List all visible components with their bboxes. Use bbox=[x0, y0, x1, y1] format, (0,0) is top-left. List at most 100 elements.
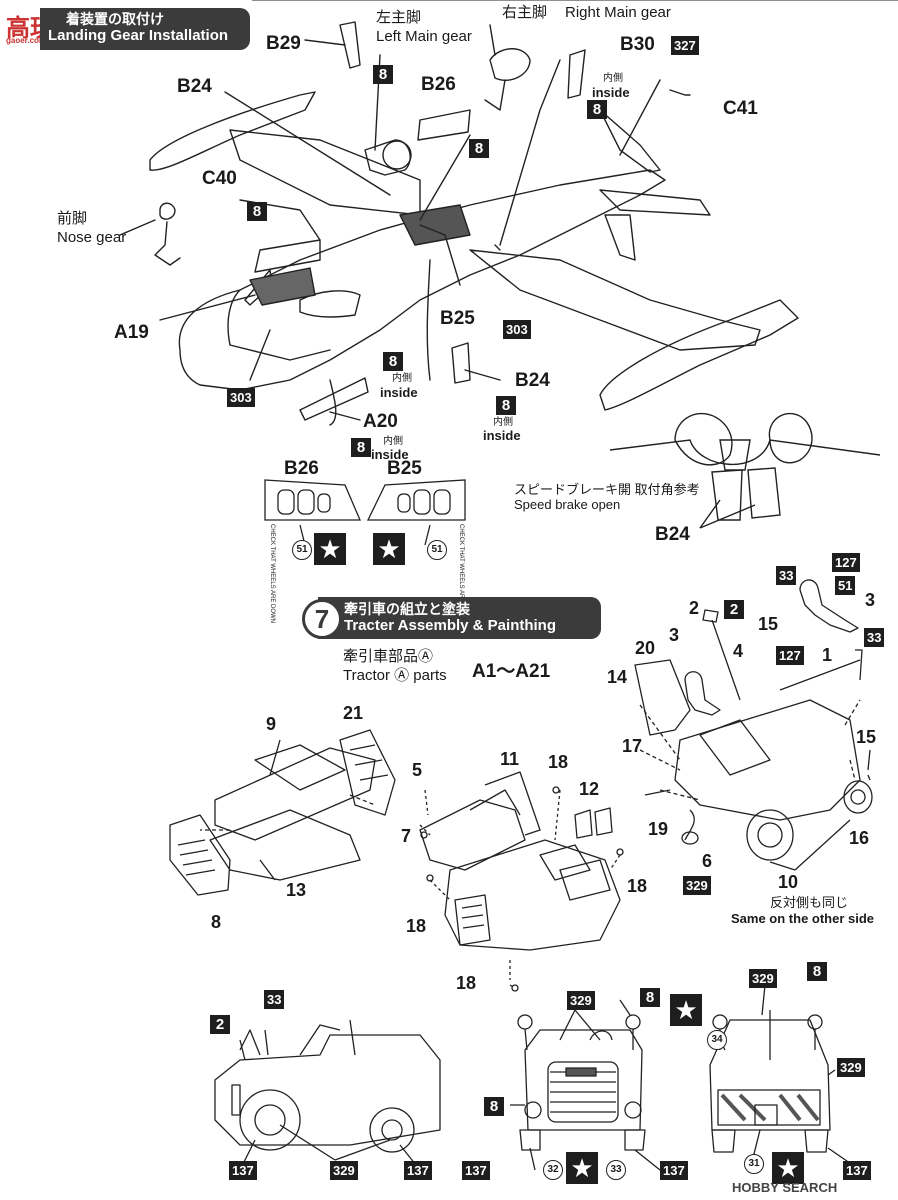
section6-title-jp: 着装置の取付け bbox=[66, 11, 164, 27]
seated-figure bbox=[799, 579, 859, 633]
paint-code-327: 327 bbox=[671, 36, 699, 55]
tractor-rail-11 bbox=[484, 771, 541, 836]
label-speed-brake-jp: スピードブレーキ開 取付角参考 bbox=[514, 482, 700, 497]
paint-code-31: 31 bbox=[744, 1154, 764, 1174]
label-b24: B24 bbox=[655, 524, 690, 545]
part-16: 16 bbox=[849, 828, 870, 848]
paint-code-127: 127 bbox=[832, 553, 860, 572]
part-15: 15 bbox=[758, 614, 779, 634]
watermark-url: gaoer.com bbox=[6, 36, 47, 45]
paint-code-33: 33 bbox=[606, 1160, 626, 1180]
paint-code-8: 8 bbox=[469, 139, 489, 158]
tractor-rear-21 bbox=[339, 729, 396, 816]
paint-code-137: 137 bbox=[229, 1161, 257, 1180]
paint-code-2: 2 bbox=[210, 1015, 230, 1034]
label-b25: B25 bbox=[440, 308, 475, 329]
left-main-gear bbox=[364, 139, 411, 176]
door-a20 bbox=[299, 377, 369, 421]
tractor-frame-13 bbox=[209, 809, 361, 881]
tractor-wheel-front bbox=[746, 809, 794, 861]
label-nose-en: Nose gear bbox=[57, 229, 127, 246]
paint-code-2: 2 bbox=[724, 600, 744, 619]
part-18: 18 bbox=[456, 973, 477, 993]
section6-title-en: Landing Gear Installation bbox=[48, 27, 229, 44]
label-left-main-jp: 左主脚 bbox=[376, 9, 422, 26]
tractor-plates-12 bbox=[574, 807, 613, 839]
label-b25-decal: B25 bbox=[387, 458, 422, 479]
tractor-wheel-16 bbox=[843, 780, 873, 814]
paint-code-8: 8 bbox=[587, 100, 607, 119]
paint-code-8: 8 bbox=[247, 202, 267, 221]
part-10: 10 bbox=[778, 872, 799, 892]
label-inside-jp: 内側 bbox=[392, 373, 412, 384]
part-5: 5 bbox=[412, 760, 423, 780]
paint-code-8: 8 bbox=[484, 1097, 504, 1116]
right-tip-tank bbox=[599, 299, 799, 411]
part-9: 9 bbox=[266, 714, 277, 734]
tractor-parts-range: A1～A21 bbox=[472, 661, 551, 682]
label-inside-en: inside bbox=[380, 385, 418, 400]
paint-code-51: 51 bbox=[427, 540, 447, 560]
driver-figure bbox=[684, 671, 721, 716]
paint-code-303: 303 bbox=[227, 388, 255, 407]
label-b26: B26 bbox=[421, 74, 456, 95]
paint-code-34: 34 bbox=[707, 1030, 727, 1050]
label-inside-en: inside bbox=[592, 85, 630, 100]
part-15: 15 bbox=[856, 727, 877, 747]
part-8: 8 bbox=[211, 912, 222, 932]
tail-fin bbox=[599, 109, 661, 173]
part-17: 17 bbox=[622, 736, 643, 756]
tractor-front-8 bbox=[169, 814, 231, 896]
part-13: 13 bbox=[286, 880, 307, 900]
door-a19 bbox=[254, 239, 321, 273]
label-c40: C40 bbox=[202, 168, 237, 189]
part-18: 18 bbox=[548, 752, 569, 772]
tractor-front-view bbox=[524, 1029, 643, 1131]
paint-code-137: 137 bbox=[843, 1161, 871, 1180]
right-wing bbox=[469, 249, 761, 351]
tractor-side-view bbox=[214, 1034, 441, 1146]
paint-code-329: 329 bbox=[749, 969, 777, 988]
paint-code-33: 33 bbox=[264, 990, 285, 1009]
paint-code-33: 33 bbox=[864, 628, 885, 647]
label-speed-brake-en: Speed brake open bbox=[514, 497, 621, 512]
nose-gear bbox=[159, 202, 176, 220]
paint-code-303: 303 bbox=[503, 320, 531, 339]
paint-code-329: 329 bbox=[330, 1161, 358, 1180]
label-inside-jp: 内側 bbox=[383, 436, 403, 447]
paint-code-137: 137 bbox=[462, 1161, 490, 1180]
part-1: 1 bbox=[822, 645, 833, 665]
part-11: 11 bbox=[500, 749, 520, 769]
part-19: 19 bbox=[648, 819, 669, 839]
tractor-assembled bbox=[674, 699, 861, 821]
paint-code-137: 137 bbox=[660, 1161, 688, 1180]
part-2: 2 bbox=[689, 598, 700, 618]
same-other-en: Same on the other side bbox=[731, 911, 875, 926]
section7-title-en: Tracter Assembly & Painthing bbox=[344, 617, 557, 634]
star-marking: ★ bbox=[772, 1152, 804, 1184]
door-b30 bbox=[567, 49, 586, 99]
label-nose-jp: 前脚 bbox=[57, 210, 88, 227]
part-20: 20 bbox=[635, 638, 656, 658]
paint-code-127: 127 bbox=[776, 646, 804, 665]
part-18: 18 bbox=[406, 916, 427, 936]
part-3: 3 bbox=[865, 590, 876, 610]
paint-code-329: 329 bbox=[683, 876, 711, 895]
decal-b26 bbox=[264, 479, 361, 521]
label-inside-jp: 内側 bbox=[603, 73, 623, 84]
star-marking: ★ bbox=[670, 994, 702, 1026]
paint-code-8: 8 bbox=[807, 962, 827, 981]
section7-banner: 牽引車の組立と塗装 Tracter Assembly & Painthing bbox=[318, 597, 601, 639]
label-b30: B30 bbox=[620, 34, 655, 55]
paint-code-8: 8 bbox=[373, 65, 393, 84]
part-6: 6 bbox=[702, 851, 713, 871]
label-b24: B24 bbox=[515, 370, 550, 391]
part-14: 14 bbox=[607, 667, 628, 687]
part-12: 12 bbox=[579, 779, 600, 799]
paint-code-8: 8 bbox=[351, 438, 371, 457]
label-a19: A19 bbox=[114, 322, 149, 343]
door-b29 bbox=[339, 21, 361, 69]
same-other-jp: 反対側も同じ bbox=[770, 895, 849, 910]
paint-code-8: 8 bbox=[640, 988, 660, 1007]
paint-code-33: 33 bbox=[776, 566, 797, 585]
